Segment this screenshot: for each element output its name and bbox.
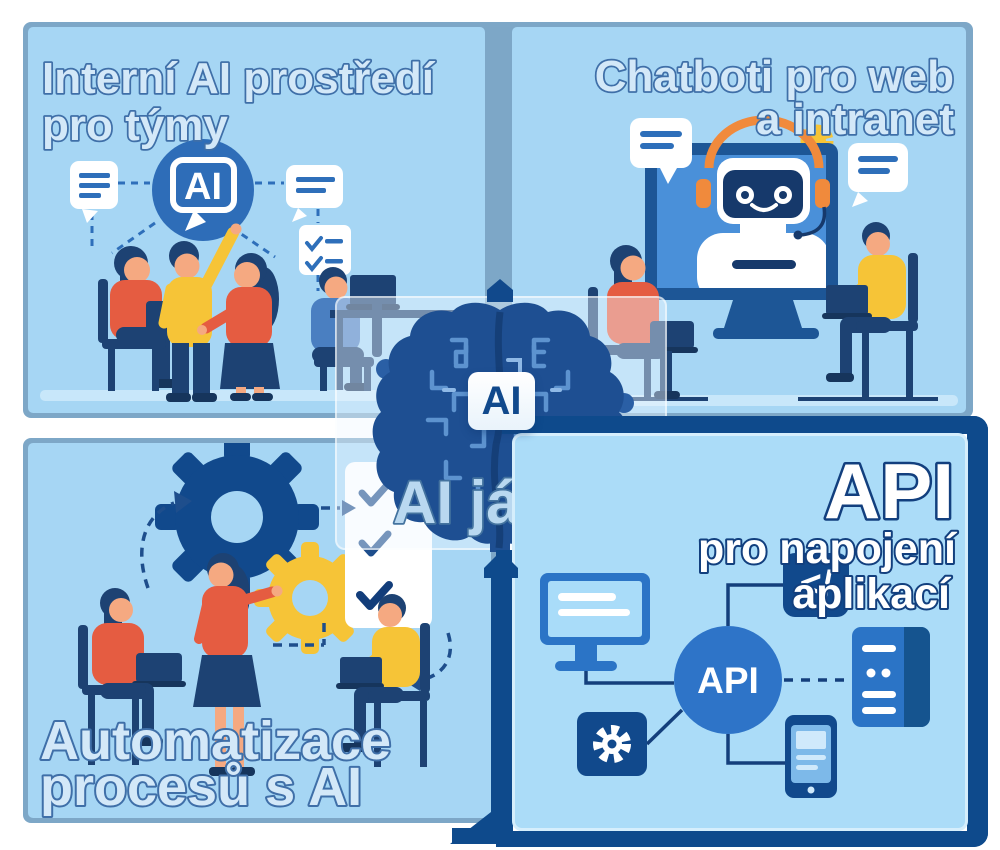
smartphone-icon bbox=[785, 715, 837, 798]
robot-icon bbox=[697, 223, 826, 288]
automation-title-line1: Automatizace bbox=[40, 711, 391, 771]
dashed-connectors bbox=[90, 181, 320, 291]
automation-illustration: Automatizace procesů s AI bbox=[38, 443, 453, 818]
api-title-sub1: pro napojení bbox=[698, 525, 958, 573]
person-standing-man bbox=[158, 223, 242, 402]
ai-bubble-label: AI bbox=[184, 166, 222, 208]
chatbot-monitor bbox=[645, 115, 838, 339]
api-connectors bbox=[584, 583, 850, 765]
api-illustration: </ bbox=[540, 445, 960, 798]
circuit-arrow-up-icon bbox=[487, 279, 513, 302]
server-icon bbox=[852, 627, 930, 727]
speech-bubble-icon bbox=[848, 143, 908, 207]
person-seated-man bbox=[822, 222, 918, 399]
person-seated-man bbox=[336, 594, 430, 767]
speech-bubble-icon bbox=[630, 118, 692, 184]
speech-bubble-icon bbox=[70, 161, 118, 223]
code-glyph: </ bbox=[800, 564, 833, 606]
chatbots-title-line2: a intranet bbox=[756, 95, 954, 144]
api-hub: API bbox=[674, 626, 782, 734]
api-panel-border bbox=[496, 550, 513, 847]
automation-title-line2: procesů s AI bbox=[40, 757, 362, 817]
robot-head bbox=[696, 115, 830, 240]
panel-automation: Automatizace procesů s AI bbox=[28, 443, 491, 818]
ai-chip-badge: AI bbox=[468, 372, 535, 430]
monitor-icon bbox=[540, 573, 650, 671]
center-caption: AI já bbox=[393, 469, 520, 536]
internal-ai-title-line1: Interní AI prostředí bbox=[42, 54, 436, 103]
person-seated-woman bbox=[588, 245, 698, 399]
person-seated-woman bbox=[78, 588, 186, 765]
person-standing-woman bbox=[193, 553, 283, 776]
api-panel-border bbox=[502, 416, 988, 434]
code-icon: </ bbox=[783, 553, 849, 617]
chatbots-title-line1: Chatboti pro web bbox=[595, 52, 954, 101]
gear-icon bbox=[577, 712, 647, 776]
dashed-arrows bbox=[140, 501, 453, 682]
speech-bubble-icon bbox=[286, 165, 343, 222]
panel-chatbots: Chatboti pro web a intranet bbox=[512, 27, 966, 413]
internal-ai-title-line2: pro týmy bbox=[42, 101, 228, 150]
api-panel-content: </ bbox=[512, 433, 968, 831]
person-standing-woman bbox=[197, 253, 280, 401]
person-seated-woman bbox=[98, 246, 196, 391]
api-panel-border bbox=[496, 831, 988, 847]
api-panel-border bbox=[967, 416, 988, 847]
ai-chip-label: AI bbox=[481, 378, 522, 423]
api-title-main: API bbox=[824, 447, 954, 535]
internal-ai-illustration: AI bbox=[40, 52, 473, 402]
panel-api: </ bbox=[496, 416, 988, 847]
checklist-icon bbox=[299, 225, 351, 275]
chatbots-illustration: Chatboti pro web a intranet bbox=[520, 50, 958, 406]
ai-chat-bubble-icon: AI bbox=[152, 139, 254, 241]
api-hub-label: API bbox=[697, 660, 759, 701]
api-title-sub2: aplikací bbox=[792, 570, 952, 618]
